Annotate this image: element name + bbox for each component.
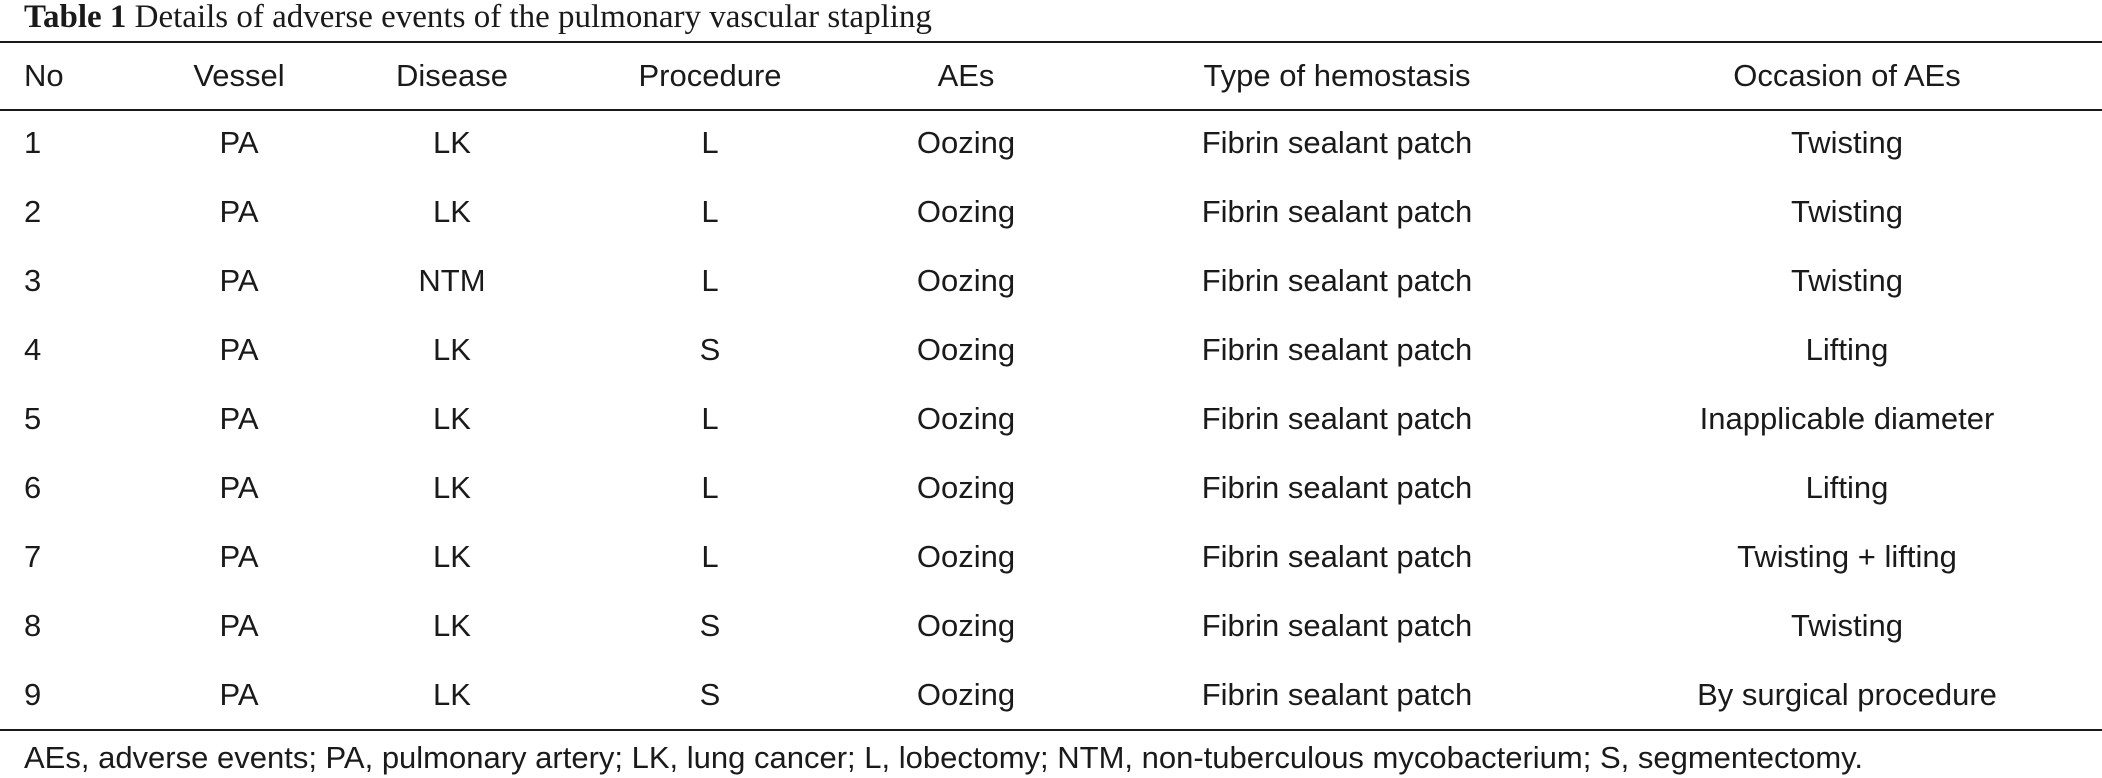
cell-disease: LK — [433, 125, 471, 160]
cell-aes: Oozing — [916, 331, 1016, 367]
column-header-procedure: Procedure — [638, 58, 782, 93]
table-title: Details of adverse events of the pulmona… — [134, 0, 932, 35]
cell-hemostasis: Fibrin sealant patch — [1201, 262, 1473, 298]
cell-disease: LK — [433, 538, 471, 574]
cell-aes: Oozing — [916, 262, 1016, 298]
cell-procedure: S — [699, 676, 721, 712]
cell-occasion: By surgical procedure — [1697, 676, 1997, 712]
cell-no: 5 — [24, 400, 42, 436]
cell-hemostasis: Fibrin sealant patch — [1201, 538, 1473, 574]
cell-disease: LK — [433, 676, 471, 712]
table-row: 2 PA LK L Oozing Fibrin sealant patch Twisting — [0, 177, 2102, 246]
column-header-no: No — [24, 58, 64, 93]
cell-aes: Oozing — [916, 538, 1016, 574]
cell-aes: Oozing — [916, 400, 1016, 436]
cell-no: 1 — [24, 125, 42, 160]
table-caption: Table 1 Details of adverse events of the… — [24, 0, 932, 38]
table-row: 8 PA LK S Oozing Fibrin sealant patch Twisting — [0, 591, 2102, 660]
cell-no: 4 — [24, 331, 42, 367]
cell-hemostasis: Fibrin sealant patch — [1201, 400, 1473, 436]
table-row: 1 PA LK L Oozing Fibrin sealant patch Twisting — [0, 109, 2102, 177]
table-footnote: AEs, adverse events; PA, pulmonary arter… — [24, 740, 1863, 775]
cell-hemostasis: Fibrin sealant patch — [1201, 193, 1473, 229]
cell-occasion: Lifting — [1805, 331, 1889, 367]
cell-aes: Oozing — [916, 193, 1016, 229]
column-header-hemostasis: Type of hemostasis — [1203, 58, 1471, 93]
cell-vessel: PA — [219, 607, 259, 643]
table-row: 6 PA LK L Oozing Fibrin sealant patch Lifting — [0, 453, 2102, 522]
cell-procedure: S — [699, 607, 721, 643]
cell-hemostasis: Fibrin sealant patch — [1201, 331, 1473, 367]
cell-occasion: Twisting — [1791, 193, 1903, 229]
cell-hemostasis: Fibrin sealant patch — [1201, 676, 1473, 712]
cell-procedure: L — [701, 538, 719, 574]
cell-vessel: PA — [219, 400, 259, 436]
cell-procedure: L — [701, 469, 719, 505]
cell-no: 8 — [24, 607, 42, 643]
column-header-aes: AEs — [937, 58, 995, 93]
top-rule — [0, 41, 2102, 43]
cell-no: 3 — [24, 262, 42, 298]
cell-aes: Oozing — [916, 125, 1016, 160]
column-header-occasion: Occasion of AEs — [1733, 58, 1961, 93]
column-header-vessel: Vessel — [193, 58, 285, 93]
cell-occasion: Twisting + lifting — [1737, 538, 1957, 574]
cell-procedure: L — [701, 400, 719, 436]
cell-vessel: PA — [219, 125, 259, 160]
table-label: Table 1 — [24, 0, 127, 35]
cell-occasion: Twisting — [1791, 607, 1903, 643]
cell-hemostasis: Fibrin sealant patch — [1201, 607, 1473, 643]
table-row: 9 PA LK S Oozing Fibrin sealant patch By surgi… — [0, 660, 2102, 729]
cell-occasion: Inapplicable diameter — [1699, 400, 1995, 436]
column-header-disease: Disease — [396, 58, 508, 93]
cell-vessel: PA — [219, 676, 259, 712]
header-rule — [0, 109, 2102, 111]
cell-occasion: Twisting — [1791, 262, 1903, 298]
cell-aes: Oozing — [916, 607, 1016, 643]
cell-hemostasis: Fibrin sealant patch — [1201, 469, 1473, 505]
table-header-row: No Vessel Disease Procedure AEs Type of … — [0, 43, 2102, 109]
cell-disease: LK — [433, 400, 471, 436]
cell-disease: LK — [433, 607, 471, 643]
cell-occasion: Lifting — [1805, 469, 1889, 505]
cell-procedure: L — [701, 262, 719, 298]
cell-aes: Oozing — [916, 676, 1016, 712]
cell-vessel: PA — [219, 331, 259, 367]
table-row: 7 PA LK L Oozing Fibrin sealant patch Twisting… — [0, 522, 2102, 591]
table-row: 4 PA LK S Oozing Fibrin sealant patch Lifting — [0, 315, 2102, 384]
cell-vessel: PA — [219, 262, 259, 298]
cell-no: 7 — [24, 538, 42, 574]
cell-vessel: PA — [219, 538, 259, 574]
cell-no: 6 — [24, 469, 42, 505]
cell-aes: Oozing — [916, 469, 1016, 505]
cell-disease: LK — [433, 469, 471, 505]
table-row: 5 PA LK L Oozing Fibrin sealant patch Inapplic… — [0, 384, 2102, 453]
bottom-rule — [0, 729, 2102, 731]
cell-no: 9 — [24, 676, 42, 712]
cell-disease: NTM — [418, 262, 486, 298]
cell-disease: LK — [433, 193, 471, 229]
cell-procedure: L — [701, 125, 719, 160]
cell-vessel: PA — [219, 193, 259, 229]
table-row: 3 PA NTM L Oozing Fibrin sealant patch Twistin… — [0, 246, 2102, 315]
adverse-events-table: No Vessel Disease Procedure AEs Type of … — [0, 43, 2102, 729]
cell-procedure: L — [701, 193, 719, 229]
cell-hemostasis: Fibrin sealant patch — [1201, 125, 1473, 160]
cell-occasion: Twisting — [1791, 125, 1903, 160]
cell-vessel: PA — [219, 469, 259, 505]
cell-procedure: S — [699, 331, 721, 367]
cell-disease: LK — [433, 331, 471, 367]
cell-no: 2 — [24, 193, 42, 229]
